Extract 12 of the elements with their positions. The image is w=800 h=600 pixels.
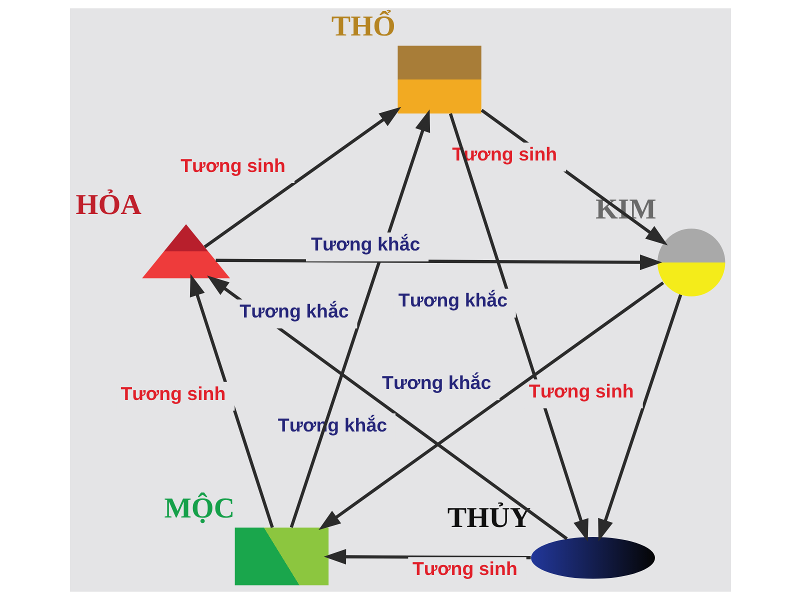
edge-label: Tương sinh	[180, 155, 286, 176]
edge-label: Tương khắc	[310, 233, 420, 254]
node-label: THỔ	[330, 10, 395, 43]
edge-label: Tương khắc	[398, 290, 508, 311]
node-label: HỎA	[75, 189, 141, 222]
edge-label: Tương sinh	[528, 380, 634, 402]
edge-label: Tương khắc	[382, 372, 491, 394]
node-label: THỦY	[446, 502, 530, 534]
edge-label: Tương sinh	[412, 558, 517, 580]
edge-label: Tương khắc	[239, 300, 348, 322]
node-label: MỘC	[164, 492, 234, 525]
edge-label: Tương sinh	[120, 382, 226, 404]
